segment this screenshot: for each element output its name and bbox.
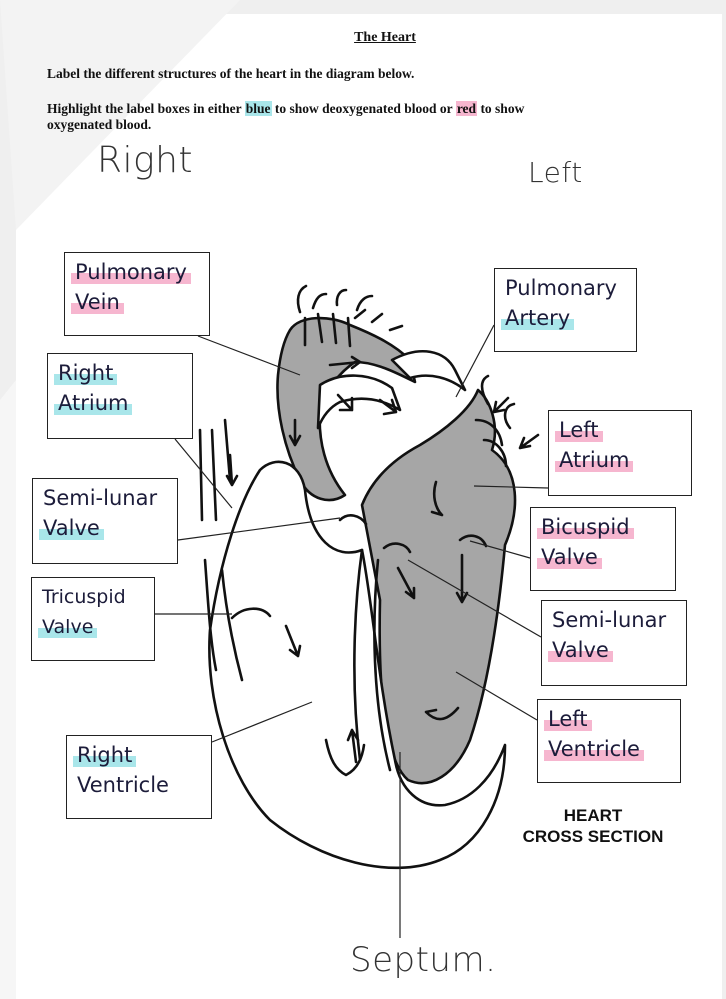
label-box-right-ventricle[interactable]: Right Ventricle — [66, 735, 212, 819]
label-box-pulmonary-vein[interactable]: Pulmonary Vein — [64, 252, 210, 336]
label-box-bicuspid-valve[interactable]: Bicuspid Valve — [530, 507, 676, 591]
label-box-right-atrium[interactable]: Right Atrium — [47, 353, 193, 439]
diagram-caption: HEART CROSS SECTION — [505, 805, 681, 847]
septum-label: Septum. — [350, 940, 496, 980]
label-box-semi-lunar-valve-left[interactable]: Semi-lunar Valve — [541, 600, 687, 686]
label-box-pulmonary-artery[interactable]: Pulmonary Artery — [494, 268, 637, 352]
label-box-left-atrium[interactable]: Left Atrium — [548, 410, 692, 496]
label-box-left-ventricle[interactable]: Left Ventricle — [537, 699, 681, 783]
label-box-tricuspid-valve[interactable]: Tricuspid Valve — [31, 577, 155, 661]
label-box-semi-lunar-valve-right[interactable]: Semi-lunar Valve — [32, 478, 178, 564]
